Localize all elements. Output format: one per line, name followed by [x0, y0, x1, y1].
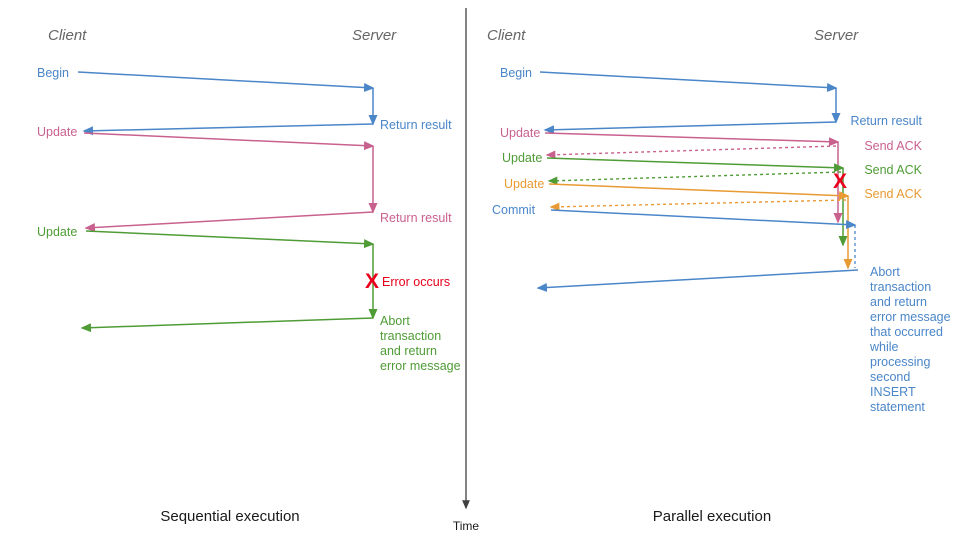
right-abort-line-3: and return [870, 295, 927, 309]
right-abort-line-7: processing [870, 355, 930, 369]
right-arrow-send-ack-1 [545, 145, 837, 159]
left-actor-server: Server [352, 27, 397, 44]
left-actor-client: Client [48, 27, 87, 44]
left-abort-line-4: error message [380, 359, 461, 373]
right-label-commit: Commit [492, 203, 536, 217]
right-actor-client: Client [487, 27, 526, 44]
right-arrow-begin [539, 71, 838, 93]
left-abort-line-2: transaction [380, 329, 441, 343]
left-label-update-1: Update [37, 125, 77, 139]
right-caption: Parallel execution [653, 508, 771, 525]
right-label-send-ack-3: Send ACK [864, 187, 922, 201]
left-label-return-result-2: Return result [380, 211, 452, 225]
right-abort-line-10: statement [870, 400, 925, 414]
right-label-send-ack-2: Send ACK [864, 163, 922, 177]
right-abort-line-1: Abort [870, 265, 900, 279]
left-arrow-update-1 [83, 132, 375, 151]
right-arrow-send-ack-3 [549, 199, 847, 211]
right-label-send-ack-1: Send ACK [864, 139, 922, 153]
right-arrow-send-ack-2 [547, 171, 842, 185]
left-caption: Sequential execution [160, 508, 299, 525]
left-arrow-begin [77, 71, 375, 93]
left-label-update-2: Update [37, 225, 77, 239]
right-arrow-update-2 [546, 157, 845, 173]
left-label-return-result-1: Return result [380, 118, 452, 132]
right-label-update-2: Update [502, 151, 542, 165]
right-abort-line-9: INSERT [870, 385, 916, 399]
right-arrow-update-3 [548, 183, 850, 201]
right-label-update-1: Update [500, 126, 540, 140]
left-abort-line-1: Abort [380, 314, 410, 328]
left-abort-line-3: and return [380, 344, 437, 358]
right-arrow-update-1 [544, 132, 840, 147]
right-arrow-commit [550, 209, 857, 230]
right-diagram [536, 71, 859, 292]
right-abort-line-4: error message [870, 310, 951, 324]
left-arrow-abort [80, 317, 374, 333]
right-label-begin: Begin [500, 66, 532, 80]
right-abort-line-5: that occurred [870, 325, 943, 339]
right-arrow-abort [536, 269, 859, 292]
left-error-x-icon: X [365, 270, 379, 293]
left-arrow-return-result-2 [84, 211, 374, 232]
left-diagram [77, 71, 378, 333]
right-abort-line-6: while [869, 340, 899, 354]
right-error-x-icon: X [833, 170, 847, 193]
right-abort-line-8: second [870, 370, 910, 384]
time-axis-label: Time [453, 519, 480, 533]
right-abort-line-2: transaction [870, 280, 931, 294]
left-arrow-update-2 [85, 230, 375, 249]
right-arrow-return-result [543, 121, 837, 135]
right-label-return-result: Return result [850, 114, 922, 128]
left-arrow-return-result-1 [82, 123, 374, 136]
right-actor-server: Server [814, 27, 859, 44]
left-label-error-occurs: Error occurs [382, 275, 450, 289]
left-label-begin: Begin [37, 66, 69, 80]
right-label-update-3: Update [504, 177, 544, 191]
